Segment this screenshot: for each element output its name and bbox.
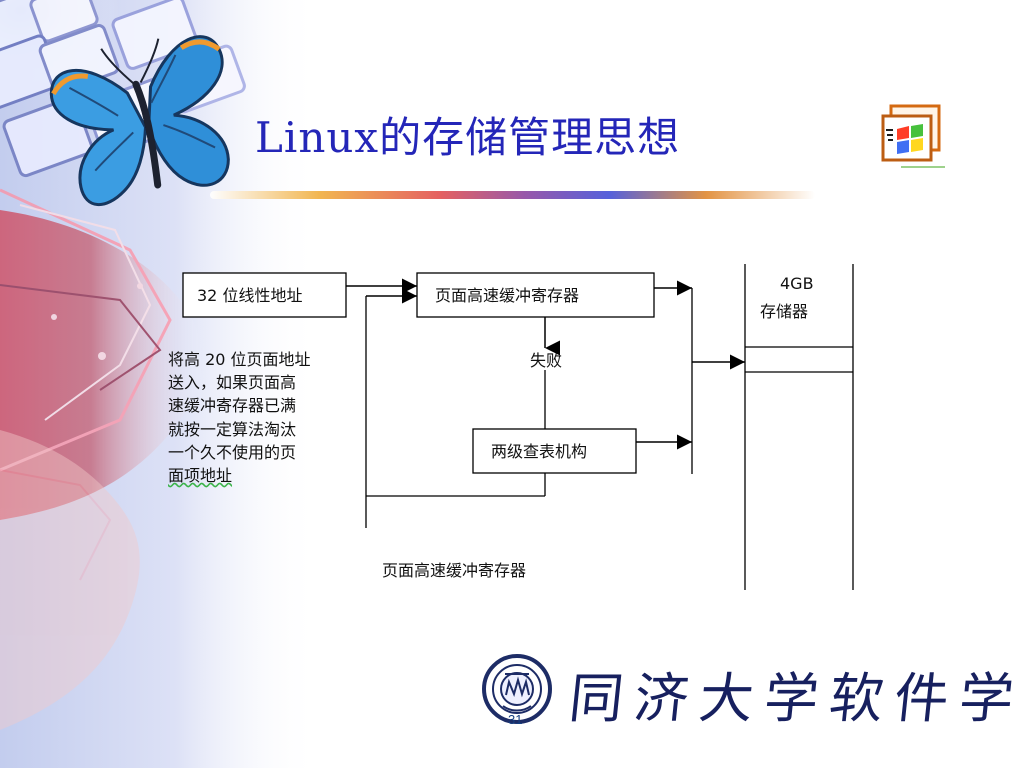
paragraph-line: 送入，如果页面高 (168, 373, 297, 393)
page-number: 31 (508, 712, 523, 727)
paragraph-line: 速缓冲寄存器已满 (168, 396, 297, 416)
paragraph-line: 将高 20 位页面地址 (168, 350, 311, 369)
linear-address-label: 32 位线性地址 (197, 286, 303, 305)
bottom-cache-label: 页面高速缓冲寄存器 (382, 561, 527, 580)
paragraph-line: 就按一定算法淘汰 (168, 419, 297, 439)
explanation-paragraph: 将高 20 位页面地址 送入，如果页面高 速缓冲寄存器已满 就按一定算法淘汰 一… (168, 348, 368, 487)
paragraph-line: 一个久不使用的页 (168, 442, 297, 462)
slide-title: Linux的存储管理思想 (255, 113, 681, 162)
butterfly-icon (49, 35, 230, 207)
memory-name-label: 存储器 (760, 302, 809, 321)
windows-logo-icon (881, 104, 945, 168)
page-cache-label: 页面高速缓冲寄存器 (435, 286, 580, 305)
two-level-table-label: 两级查表机构 (491, 442, 588, 461)
memory-size-label: 4GB (780, 274, 814, 293)
university-software-college-logo-text: 同济大学软件学院 (566, 667, 1024, 730)
university-seal-icon (482, 654, 552, 724)
paragraph-line: 面项地址 (168, 466, 233, 486)
fail-label: 失败 (530, 351, 563, 370)
